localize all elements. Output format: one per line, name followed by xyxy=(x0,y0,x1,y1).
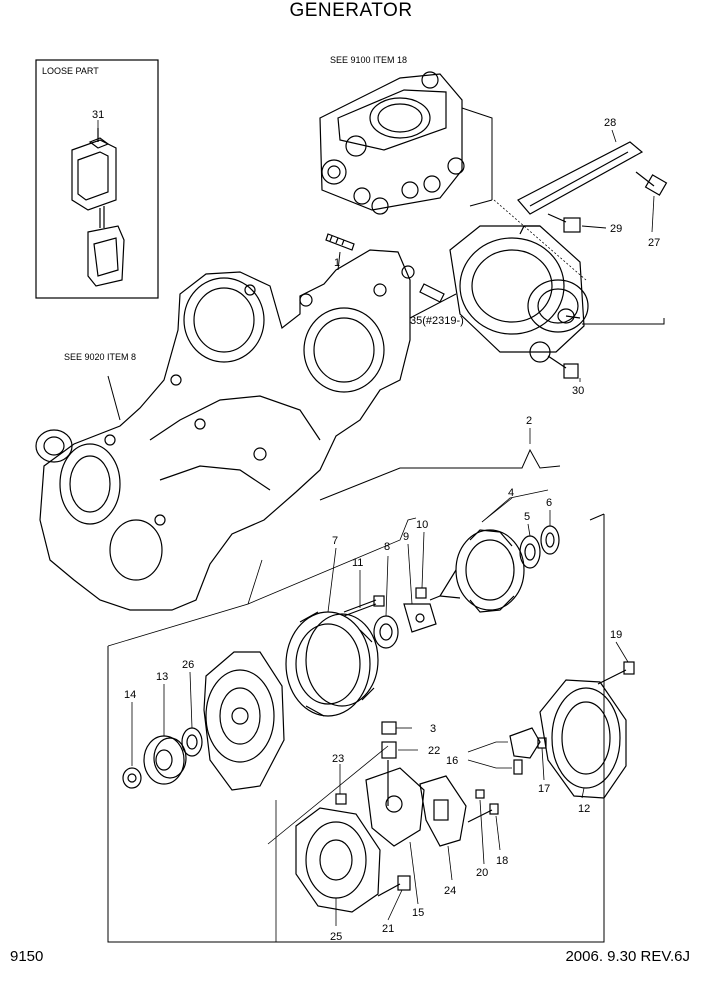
see-9100-ref: SEE 9100 ITEM 18 xyxy=(330,55,407,65)
part-14-nut xyxy=(122,767,142,789)
callout-21: 21 xyxy=(382,923,394,935)
front-bracket xyxy=(203,651,285,791)
callout-8: 8 xyxy=(384,541,390,553)
part-1-pin xyxy=(325,233,355,251)
callout-16: 16 xyxy=(446,755,458,767)
part-10-screw xyxy=(415,587,427,599)
page-title: GENERATOR xyxy=(289,0,413,21)
part-6-washer xyxy=(540,525,560,555)
page-number: 9150 xyxy=(10,948,44,965)
part-20-screw xyxy=(475,789,485,799)
callout-13: 13 xyxy=(156,671,168,683)
callout-10: 10 xyxy=(416,519,428,531)
callout-5: 5 xyxy=(524,511,530,523)
callout-28: 28 xyxy=(604,117,616,129)
callout-11: 11 xyxy=(352,557,363,569)
callout-6: 6 xyxy=(546,497,552,509)
callout-23: 23 xyxy=(332,753,344,765)
callout-25: 25 xyxy=(330,931,342,943)
callout-18: 18 xyxy=(496,855,508,867)
part-8-bearing xyxy=(373,615,399,649)
part-9-plate xyxy=(403,603,437,633)
part-4-rotor xyxy=(429,529,525,613)
part-24-brush-holder xyxy=(419,775,467,847)
detail-frame xyxy=(107,514,605,943)
part-13-pulley xyxy=(143,735,187,785)
gear-case-cover xyxy=(35,249,415,611)
part-12-rear-cover xyxy=(539,679,627,799)
callout-22: 22 xyxy=(428,745,440,757)
callout-9: 9 xyxy=(403,531,409,543)
part-5-bearing xyxy=(519,535,541,569)
callout-27: 27 xyxy=(648,237,660,249)
callout-29: 29 xyxy=(610,223,622,235)
top-housing xyxy=(319,71,465,215)
callout-20: 20 xyxy=(476,867,488,879)
alternator-assembly xyxy=(449,225,589,363)
callout-3: 3 xyxy=(430,723,436,735)
part-11-bolt xyxy=(343,595,385,617)
callout-26: 26 xyxy=(182,659,194,671)
callout-17: 17 xyxy=(538,783,550,795)
loose-part-box xyxy=(35,59,159,299)
callout-31: 31 xyxy=(92,109,104,121)
callout-15: 15 xyxy=(412,907,424,919)
part-35-dowel xyxy=(419,283,445,303)
part-23-nut xyxy=(335,793,347,805)
part-18-bolt xyxy=(467,803,499,823)
see-9020-ref: SEE 9020 ITEM 8 xyxy=(64,352,136,362)
part-21-bolt xyxy=(377,875,411,897)
part-28-bracket xyxy=(517,141,644,215)
part-25-rear-bracket xyxy=(295,807,381,913)
callout-12: 12 xyxy=(578,803,590,815)
part-29-bolt xyxy=(547,213,581,233)
callout-24: 24 xyxy=(444,885,456,897)
callout-14: 14 xyxy=(124,689,136,701)
part-15-rectifier xyxy=(365,767,425,847)
callout-19: 19 xyxy=(610,629,622,641)
part-16-regulator xyxy=(509,727,541,775)
callout-30: 30 xyxy=(572,385,584,397)
part-31-module xyxy=(71,128,125,287)
part-30-nut xyxy=(547,355,579,379)
loose-part-label: LOOSE PART xyxy=(42,66,99,76)
callout-1: 1 xyxy=(334,257,340,269)
part-3-nut xyxy=(381,721,397,735)
callout-2: 2 xyxy=(526,415,532,427)
revision-label: 2006. 9.30 REV.6J xyxy=(565,948,690,965)
part-7-stator xyxy=(285,611,379,717)
part-27-bolt xyxy=(635,171,668,196)
part-19-bolt xyxy=(597,661,635,685)
callout-4: 4 xyxy=(508,487,514,499)
callout-35: 35(#2319-) xyxy=(410,315,464,327)
callout-7: 7 xyxy=(332,535,338,547)
